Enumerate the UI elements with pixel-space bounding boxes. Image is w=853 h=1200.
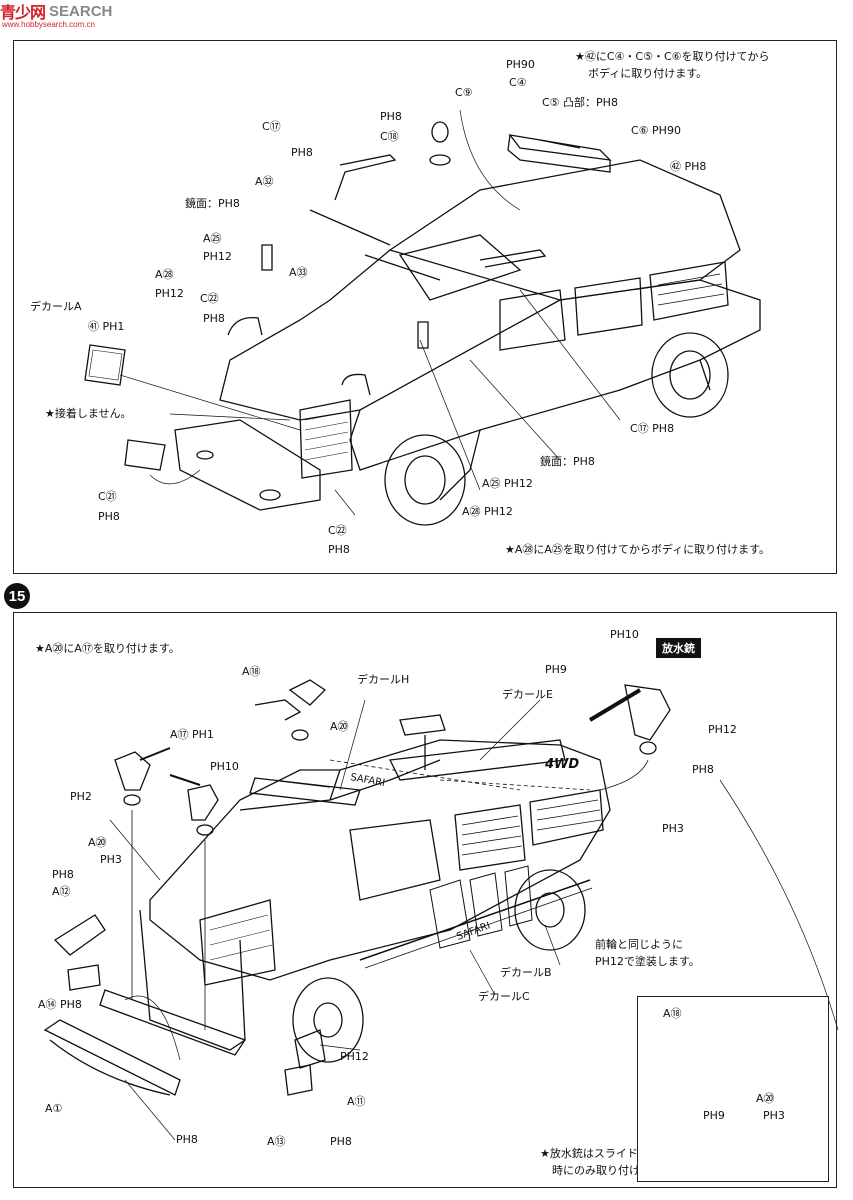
car-body-bottom	[149, 739, 611, 981]
label: PH9	[545, 663, 567, 676]
label: C⑨	[455, 86, 473, 99]
label: C④	[509, 76, 527, 89]
label: C㉒	[328, 524, 347, 537]
4wd-decal: 4WD	[545, 757, 580, 772]
label: ㊷ PH8	[670, 160, 707, 173]
watermark: 青少网 SEARCH	[0, 0, 113, 23]
label: PH8	[52, 868, 74, 881]
label: ㊶ PH1	[88, 320, 125, 333]
note-not-glued: ★接着しません。	[45, 407, 132, 420]
label: PH8	[176, 1133, 198, 1146]
label: PH90	[506, 58, 535, 71]
label: PH8	[380, 110, 402, 123]
safari-roof-decal: SAFARI	[349, 772, 385, 789]
label: PH12	[203, 250, 232, 263]
label: PH9	[703, 1109, 725, 1122]
label: C㉑	[98, 490, 117, 503]
label: PH10	[210, 760, 239, 773]
car-side	[349, 279, 761, 471]
label: A⑭ PH8	[38, 998, 82, 1011]
note-assembly-28: ★A㉘にA㉕を取り付けてからボディに取り付けます。	[505, 543, 771, 556]
watermark-url: www.hobbysearch.com.cn	[2, 20, 95, 29]
label: デカールE	[502, 688, 553, 701]
label: PH8	[328, 543, 350, 556]
label: PH3	[763, 1109, 785, 1122]
label: 鏡面：PH8	[540, 455, 595, 468]
label: PH2	[70, 790, 92, 803]
label: 鏡面：PH8	[185, 197, 240, 210]
label: PH8	[203, 312, 225, 325]
car-roof	[388, 159, 741, 301]
label: PH8	[330, 1135, 352, 1148]
label: A㉝	[289, 266, 308, 279]
label: C㉒	[200, 292, 219, 305]
label: A㉘	[155, 268, 174, 281]
label: C⑱	[380, 130, 399, 143]
label: A㉜	[255, 175, 274, 188]
note-attach-a17: ★A⑳にA⑰を取り付けます。	[35, 642, 180, 655]
label: A㉘ PH12	[462, 505, 513, 518]
label: A⑪	[347, 1095, 366, 1108]
watermark-text: SEARCH	[49, 2, 113, 20]
label: A⑱	[663, 1007, 682, 1020]
label: A⑳	[756, 1092, 775, 1105]
label: C⑰ PH8	[630, 422, 675, 435]
label: PH12	[708, 723, 737, 736]
label: A⑱	[242, 665, 261, 678]
label: A㉕ PH12	[482, 477, 533, 490]
label: デカールA	[30, 300, 82, 313]
watermark-logo: 青少网	[0, 5, 46, 22]
label: A㉕	[203, 232, 222, 245]
note-assembly-42: ★㊷にC④・C⑤・C⑥を取り付けてから	[575, 50, 770, 63]
label: PH12	[340, 1050, 369, 1063]
label: PH10	[610, 628, 639, 641]
note-assembly-42-cont: ボディに取り付けます。	[588, 67, 708, 80]
label: A⑳	[88, 836, 107, 849]
water-cannon-tag: 放水銃	[656, 638, 701, 658]
assembly-panel-top	[13, 40, 837, 574]
car-hood	[219, 249, 561, 421]
label: A⑰ PH1	[170, 728, 214, 741]
label: デカールC	[478, 990, 530, 1003]
label: A⑬	[267, 1135, 286, 1148]
label: PH8	[98, 510, 120, 523]
label: A⑫	[52, 885, 71, 898]
label: C⑰	[262, 120, 281, 133]
label: デカールH	[357, 673, 410, 686]
label: PH8	[692, 763, 714, 776]
label: PH8	[291, 146, 313, 159]
label: C⑥ PH90	[631, 124, 681, 137]
label: PH3	[662, 822, 684, 835]
label: C⑤ 凸部：PH8	[542, 96, 618, 109]
step-number-badge: 15	[4, 583, 30, 609]
label: A①	[45, 1102, 63, 1115]
label: PH12	[155, 287, 184, 300]
water-cannon-inset: A⑱ A⑳ PH9 PH3	[637, 996, 829, 1182]
label: PH3	[100, 853, 122, 866]
label: A⑳	[330, 720, 349, 733]
label: デカールB	[500, 966, 552, 979]
label: PH12で塗装します。	[595, 955, 700, 968]
label: 前輪と同じように	[595, 938, 683, 951]
